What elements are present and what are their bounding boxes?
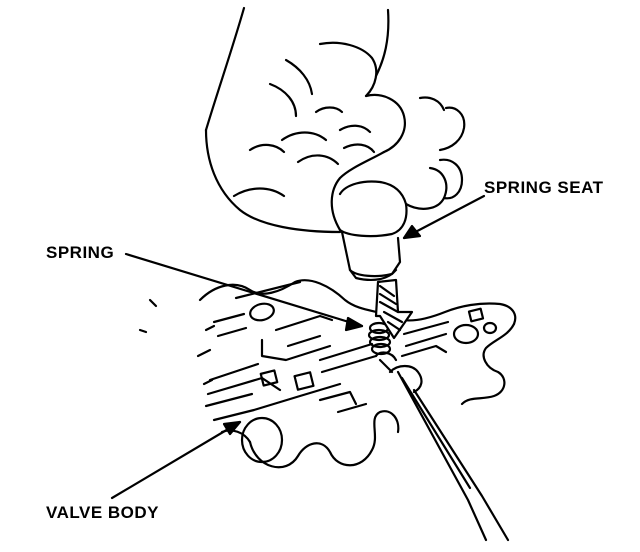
valve-body: [140, 280, 515, 467]
leader-valve-body: [112, 422, 240, 498]
screwdriver: [376, 353, 508, 540]
push-arrow: [376, 280, 412, 338]
leader-spring-seat: [404, 196, 484, 238]
spring-label: SPRING: [46, 243, 115, 262]
spring-seat-label: SPRING SEAT: [484, 178, 604, 197]
leader-spring: [126, 254, 362, 330]
valve-body-label: VALVE BODY: [46, 503, 159, 522]
hand: [206, 8, 464, 236]
spring-seat: [342, 232, 400, 280]
